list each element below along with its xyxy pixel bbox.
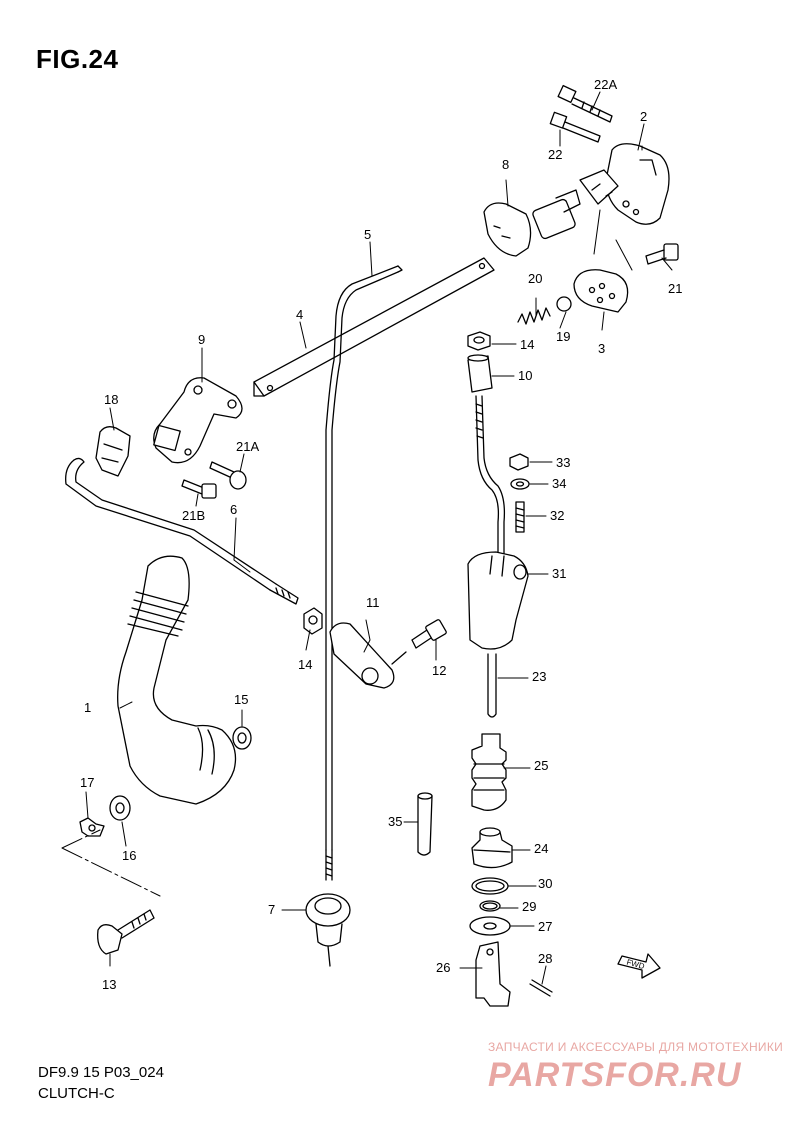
callout-16: 16: [122, 848, 137, 863]
part-16-washer: [109, 795, 131, 821]
callout-15: 15: [234, 692, 249, 707]
part-19-ball: [556, 296, 572, 312]
part-35-pin: [417, 792, 433, 856]
callout-21a: 21A: [236, 439, 260, 454]
part-10-sleeve: [467, 354, 493, 393]
callout-34: 34: [552, 476, 567, 491]
part-27-washer: [469, 916, 511, 936]
center-rod: [475, 395, 506, 561]
part-21b-bolt: [181, 479, 217, 499]
callout-23: 23: [532, 669, 547, 684]
part-1-lever-handle: [117, 555, 237, 805]
callout-21: 21: [668, 281, 683, 296]
callout-14-upper: 14: [520, 337, 535, 352]
figure-title: FIG.24: [36, 44, 119, 74]
part-22a-bolt: [557, 84, 613, 123]
callout-9: 9: [198, 332, 206, 347]
part-8-arm: [483, 189, 581, 257]
part-7-grommet: [305, 893, 351, 967]
callout-20: 20: [528, 271, 543, 286]
callout-29: 29: [522, 899, 537, 914]
callout-33: 33: [556, 455, 571, 470]
figure-name: CLUTCH-C: [38, 1085, 115, 1102]
callout-7: 7: [268, 902, 276, 917]
callout-24: 24: [534, 841, 549, 856]
part-14-nut-upper: [467, 331, 491, 351]
part-4-shaft: [253, 257, 495, 397]
leader-lines: [85, 91, 673, 985]
part-25-boot: [471, 733, 507, 811]
callout-5: 5: [364, 227, 372, 242]
part-18-clip: [95, 426, 131, 477]
callout-4: 4: [296, 307, 304, 322]
part-32-stud: [515, 501, 525, 533]
part-5-rod: [325, 265, 403, 881]
callout-12: 12: [432, 663, 447, 678]
callout-11: 11: [366, 595, 380, 610]
callout-6: 6: [230, 502, 238, 517]
callout-19: 19: [556, 329, 571, 344]
callout-26: 26: [436, 960, 451, 975]
callout-28: 28: [538, 951, 553, 966]
part-12-bolt: [411, 619, 447, 649]
callout-10: 10: [518, 368, 533, 383]
callout-18: 18: [104, 392, 119, 407]
watermark-logo: PARTSFOR.RU: [488, 1056, 742, 1094]
callout-17: 17: [80, 775, 95, 790]
callout-35: 35: [388, 814, 403, 829]
callout-14-lower: 14: [298, 657, 313, 672]
callout-30: 30: [538, 876, 553, 891]
callout-22: 22: [548, 147, 563, 162]
part-13-bolt: [97, 909, 155, 955]
callout-1: 1: [84, 700, 92, 715]
part-21-bolt: [645, 243, 679, 265]
part-9-bracket: [153, 377, 243, 464]
part-23-push-rod: [487, 653, 497, 718]
fwd-arrow-icon: FWD: [617, 953, 661, 979]
callout-22a: 22A: [594, 77, 618, 92]
part-3-plate: [573, 269, 629, 313]
watermark-logo-text: PARTSFOR.RU: [488, 1056, 742, 1094]
callout-27: 27: [538, 919, 553, 934]
part-15-washer: [232, 726, 252, 750]
part-2-bracket: [579, 143, 670, 225]
part-28-pin: [529, 979, 553, 997]
part-34-washer: [510, 478, 530, 490]
callout-25: 25: [534, 758, 549, 773]
part-31-housing: [467, 551, 529, 650]
part-6-link-rod: [65, 457, 299, 605]
watermark-caption: ЗАПЧАСТИ И АКСЕССУАРЫ ДЛЯ МОТОТЕХНИКИ: [488, 1040, 784, 1054]
callout-2: 2: [640, 109, 648, 124]
part-33-nut: [509, 453, 529, 471]
callout-3: 3: [598, 341, 606, 356]
part-21a-bolt: [209, 461, 247, 490]
callout-32: 32: [550, 508, 565, 523]
callout-8: 8: [502, 157, 510, 172]
callout-13: 13: [102, 977, 117, 992]
part-26-bracket: [475, 941, 511, 1007]
part-14-nut-lower: [303, 607, 323, 635]
part-22-bolt: [549, 111, 601, 143]
part-11-lever: [329, 622, 407, 689]
part-20-spring: [517, 307, 551, 325]
callout-21b: 21B: [182, 508, 206, 523]
part-24-fitting: [471, 827, 513, 869]
figure-code: DF9.9 15 P03_024: [38, 1064, 164, 1081]
callout-31: 31: [552, 566, 567, 581]
